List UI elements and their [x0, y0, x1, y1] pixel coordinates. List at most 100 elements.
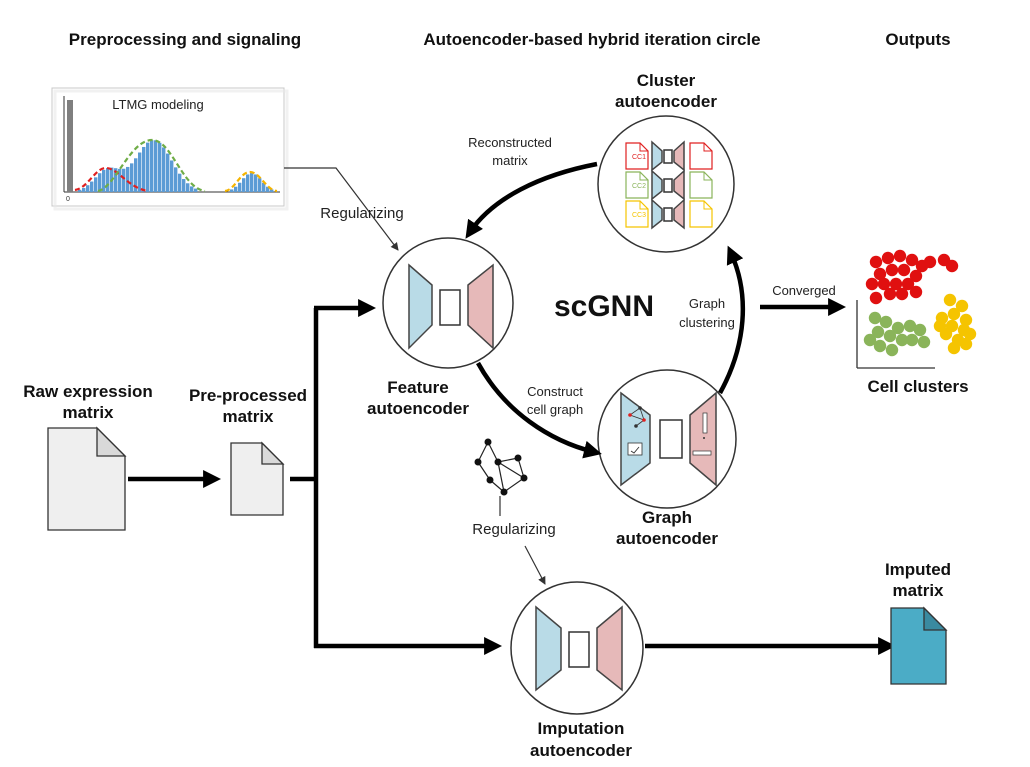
cell-dot: [877, 277, 891, 291]
cell-clusters-plot: [856, 249, 977, 369]
cell-dot: [869, 255, 883, 269]
cell-dot: [923, 255, 937, 269]
imputation-autoencoder: [510, 581, 644, 715]
ltmg-bar: [262, 182, 266, 192]
raw-matrix-label-1: Raw expression: [23, 382, 152, 401]
cell-dot: [885, 343, 899, 357]
ltmg-orange-curve: [224, 170, 278, 193]
cell-dot: [889, 277, 903, 291]
cell-graph-icon: [474, 438, 528, 496]
ltmg-bar: [98, 173, 102, 192]
cluster-label-2: autoencoder: [615, 92, 717, 111]
ltmg-bar: [258, 178, 262, 192]
imputed-label-2: matrix: [892, 581, 944, 600]
cell-dot: [895, 333, 909, 347]
cell-dot: [909, 285, 923, 299]
arrow-cluster-to-feature: [465, 161, 598, 239]
cell-dot: [893, 249, 907, 263]
ltmg-bar: [166, 153, 170, 192]
ltmg-bar: [154, 140, 158, 192]
construct-label-1: Construct: [527, 384, 583, 399]
ltmg-bar: [114, 168, 118, 192]
cell-dot: [883, 287, 897, 301]
cell-dot: [901, 277, 915, 291]
cell-dot: [883, 329, 897, 343]
cluster-row: CC2: [625, 169, 713, 201]
ltmg-bar: [246, 174, 250, 192]
cell-dot: [955, 299, 969, 313]
cell-dot: [917, 335, 931, 349]
ltmg-bar: [182, 179, 186, 192]
ltmg-bar: [146, 142, 150, 192]
feature-autoencoder: [382, 237, 514, 369]
ltmg-bar: [106, 168, 110, 192]
regularizing-bottom-label: Regularizing: [472, 521, 555, 538]
cell-dot: [891, 321, 905, 335]
ltmg-bar: [82, 187, 86, 192]
pre-matrix-label-2: matrix: [222, 407, 274, 426]
ltmg-bar: [118, 168, 122, 192]
cell-dot: [947, 307, 961, 321]
scgnn-title: scGNN: [554, 290, 654, 323]
ltmg-bar: [126, 166, 130, 192]
feature-label-1: Feature: [387, 378, 448, 397]
ltmg-bar: [134, 158, 138, 192]
graph-label-1: Graph: [642, 508, 692, 527]
header-hybrid-circle: Autoencoder-based hybrid iteration circl…: [423, 30, 760, 49]
ltmg-bar: [270, 189, 274, 192]
raw-matrix-label-2: matrix: [62, 403, 114, 422]
cell-dot: [943, 293, 957, 307]
ltmg-red-curve: [74, 166, 149, 193]
cell-dot: [947, 341, 961, 355]
ltmg-bar: [242, 178, 246, 192]
graph-encoder-mini-graph-icon: [627, 406, 646, 456]
ltmg-zero-label: 0: [66, 196, 70, 203]
cell-dot: [881, 251, 895, 265]
cell-dot: [909, 269, 923, 283]
ltmg-connector: [284, 167, 399, 251]
graph-autoencoder: [597, 369, 737, 509]
cell-dot: [913, 323, 927, 337]
cluster-tag: CC1: [632, 154, 646, 161]
ltmg-bar: [186, 183, 190, 192]
ltmg-bar: [178, 173, 182, 192]
cell-dot: [903, 319, 917, 333]
ltmg-bar: [78, 189, 82, 192]
cluster-tag: CC2: [632, 183, 646, 190]
ltmg-bar: [162, 147, 166, 192]
cell-dot: [945, 259, 959, 273]
header-preprocessing: Preprocessing and signaling: [69, 30, 301, 49]
arrow-feature-to-graph: [476, 361, 602, 459]
imputed-matrix-doc-icon: [890, 606, 948, 685]
ltmg-bar: [150, 140, 154, 192]
pre-matrix-doc-icon: [230, 441, 285, 516]
reconstructed-label-2: matrix: [492, 153, 528, 168]
cell-dot: [869, 291, 883, 305]
ltmg-bar: [94, 177, 98, 192]
cell-dot: [868, 311, 882, 325]
ltmg-bar: [138, 152, 142, 192]
ltmg-bar: [250, 172, 254, 192]
cell-dot: [933, 319, 947, 333]
ltmg-bar: [86, 185, 90, 192]
arrow-graph-to-cluster: [718, 245, 746, 395]
ltmg-bar: [130, 163, 134, 192]
pre-matrix-label-1: Pre-processed: [189, 386, 307, 405]
ltmg-histogram: [78, 140, 274, 192]
graph-decoder-matrix-icon: [692, 412, 712, 456]
cell-dot: [905, 333, 919, 347]
cell-dot: [873, 339, 887, 353]
cluster-row: CC1: [625, 140, 713, 172]
cell-dot: [963, 327, 977, 341]
cell-dot: [895, 287, 909, 301]
converged-label: Converged: [772, 283, 836, 298]
ltmg-title: LTMG modeling: [112, 97, 204, 112]
graph-clustering-label-2: clustering: [679, 315, 735, 330]
cluster-label-1: Cluster: [637, 71, 696, 90]
ltmg-bar: [142, 146, 146, 192]
ltmg-bar: [90, 181, 94, 192]
cell-dot: [879, 315, 893, 329]
ltmg-panel: LTMG modeling 0: [51, 87, 289, 211]
